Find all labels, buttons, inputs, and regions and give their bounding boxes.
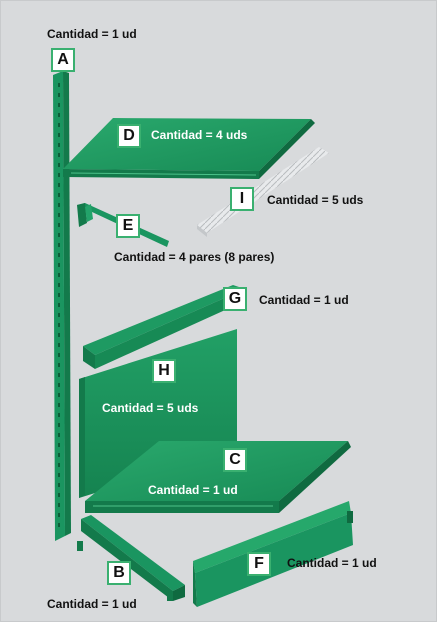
label-b: B bbox=[107, 561, 131, 585]
part-i-strip bbox=[197, 147, 329, 237]
label-g: G bbox=[223, 287, 247, 311]
label-a: A bbox=[51, 48, 75, 72]
label-h: H bbox=[152, 359, 176, 383]
quantity-b: Cantidad = 1 ud bbox=[47, 597, 137, 611]
label-f: F bbox=[247, 552, 271, 576]
quantity-i: Cantidad = 5 uds bbox=[267, 193, 364, 207]
part-f-plinth bbox=[193, 501, 353, 607]
part-b-base bbox=[77, 515, 185, 601]
quantity-h: Cantidad = 5 uds bbox=[102, 401, 199, 415]
quantity-a: Cantidad = 1 ud bbox=[47, 27, 137, 41]
quantity-f: Cantidad = 1 ud bbox=[287, 556, 377, 570]
part-a-upright bbox=[53, 71, 71, 541]
label-i: I bbox=[230, 187, 254, 211]
quantity-c: Cantidad = 1 ud bbox=[148, 483, 238, 497]
label-c: C bbox=[223, 448, 247, 472]
quantity-g: Cantidad = 1 ud bbox=[259, 293, 349, 307]
part-c-shelf bbox=[85, 441, 351, 513]
label-d: D bbox=[117, 124, 141, 148]
part-g-strip bbox=[83, 285, 245, 369]
quantity-d: Cantidad = 4 uds bbox=[151, 128, 248, 142]
quantity-e: Cantidad = 4 pares (8 pares) bbox=[114, 250, 275, 264]
label-e: E bbox=[116, 214, 140, 238]
